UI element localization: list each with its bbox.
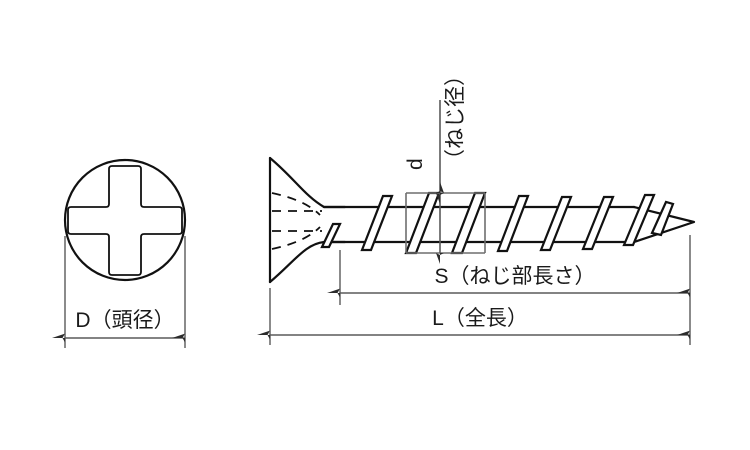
thread-flight — [360, 194, 394, 252]
thread-diameter-dimension: d （ねじ径） — [404, 65, 486, 264]
thread-diameter-paren-label: （ねじ径） — [444, 65, 467, 170]
thread-flight — [539, 195, 573, 252]
overall-length-dimension: L（全長） — [257, 288, 690, 345]
overall-length-label: L（全長） — [432, 307, 528, 330]
head-outer-circle — [63, 158, 187, 282]
head-lower-curve — [268, 240, 347, 284]
thread-flight — [622, 193, 656, 247]
head-diameter-dimension: D（頭径） — [52, 236, 186, 348]
thread-flight — [320, 222, 342, 249]
recess-hidden-upper — [271, 192, 321, 216]
head-top-view — [63, 158, 187, 282]
screw-side-view — [268, 156, 696, 284]
screw-point — [632, 205, 696, 244]
thread-flight-point — [650, 200, 675, 237]
thread-length-dimension: S（ねじ部長さ） — [327, 235, 691, 345]
thread-flight — [450, 191, 487, 255]
phillips-cross-recess — [67, 165, 183, 276]
head-diameter-label: D（頭径） — [75, 309, 174, 332]
thread-length-label: S（ねじ部長さ） — [434, 265, 595, 288]
recess-hidden-lower — [271, 226, 321, 250]
head-upper-curve — [268, 156, 347, 209]
thread-diameter-symbol: d — [404, 158, 427, 170]
thread-flights — [320, 191, 675, 255]
thread-flight — [496, 194, 530, 253]
thread-flight — [581, 195, 615, 251]
thread-flight — [404, 191, 441, 255]
